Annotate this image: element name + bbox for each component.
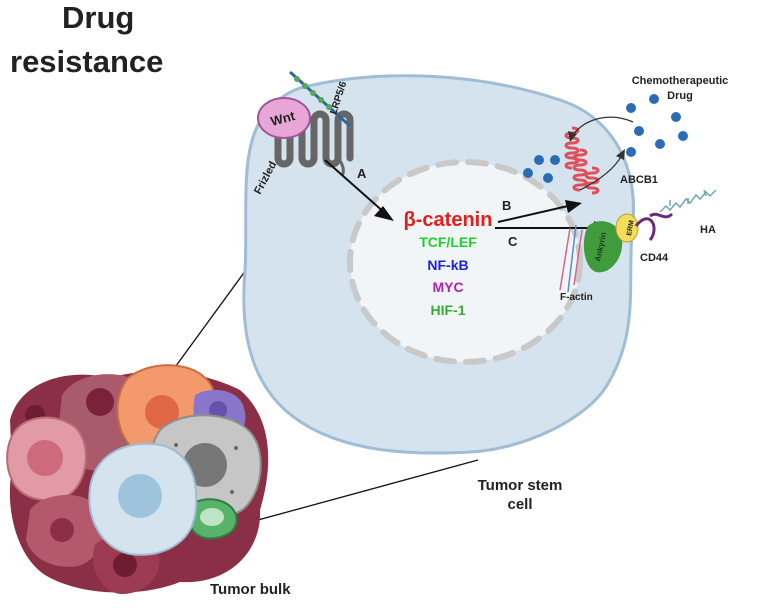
cd44-label: CD44	[640, 252, 669, 264]
ankyrin	[583, 221, 623, 273]
myc-label: MYC	[432, 279, 463, 295]
drug-efflux-arrowhead-in	[568, 131, 577, 142]
nfkb-label: NF-kB	[427, 257, 468, 273]
abcb1-transporter	[564, 126, 600, 195]
f-actin-label: F-actin	[560, 292, 593, 303]
title-line1: Drug	[62, 0, 134, 35]
lrp-coreceptor	[288, 70, 352, 128]
wnt-label: Wnt	[269, 108, 297, 129]
tumor-bulk-label: Tumor bulk	[210, 581, 291, 598]
f-actin	[559, 224, 583, 293]
ha-label: HA	[700, 224, 716, 236]
abcb1-label: ABCB1	[620, 174, 658, 186]
wnt-ligand	[257, 97, 311, 139]
tumor-bulk-cluster	[6, 364, 269, 595]
beta-catenin-label: β-catenin	[404, 209, 493, 231]
tumor-stem-cell-label-line1: Tumor stem	[478, 477, 563, 494]
drug-efflux-arrow-out	[579, 154, 623, 191]
arrow-b-head	[565, 200, 582, 213]
hif1-label: HIF-1	[431, 302, 466, 318]
erm	[615, 213, 639, 243]
drug-efflux-arrow-in	[571, 116, 634, 137]
arrow-b	[497, 205, 569, 223]
arrow-a-label: A	[357, 166, 367, 181]
arrow-b-label: B	[502, 198, 511, 213]
drug-label-line2: Drug	[667, 90, 693, 102]
nucleus	[347, 159, 583, 365]
drug-molecules	[523, 94, 688, 183]
title-line2: resistance	[10, 44, 163, 79]
arrow-c-label: C	[508, 234, 518, 249]
tumor-stem-cell-label-line2: cell	[507, 496, 532, 513]
arrow-a	[324, 159, 387, 215]
drug-efflux-arrowhead-out	[616, 149, 625, 160]
tcf-lef-label: TCF/LEF	[419, 234, 477, 250]
cd44-receptor	[634, 212, 674, 241]
arrow-a-head	[374, 206, 394, 221]
erm-label: ERM	[626, 220, 636, 237]
hyaluronic-acid	[659, 189, 717, 213]
drug-label-line1: Chemotherapeutic	[632, 75, 729, 87]
